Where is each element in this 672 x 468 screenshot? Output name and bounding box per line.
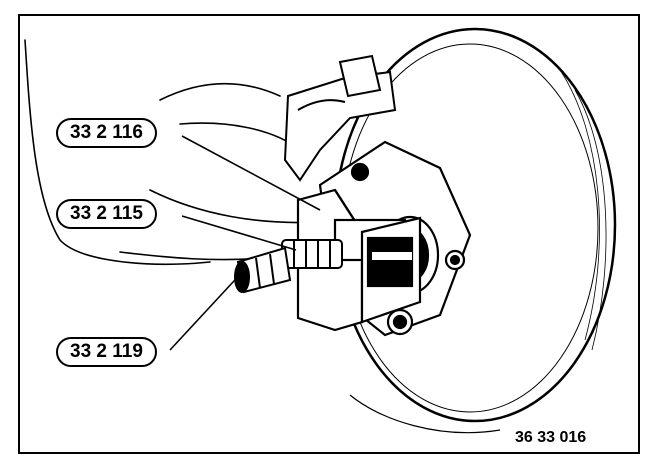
callout-tool-33-2-115: 33 2 115 — [56, 199, 157, 229]
leader-lines — [169, 135, 321, 351]
figure-code: 36 33 016 — [515, 429, 587, 446]
callout-tool-33-2-116: 33 2 116 — [56, 118, 157, 148]
socket-adapter — [234, 246, 292, 294]
extractor-yoke — [296, 188, 422, 332]
figure-frame — [18, 14, 640, 454]
callout-tool-33-2-119: 33 2 119 — [56, 337, 157, 367]
brake-caliper — [283, 54, 397, 182]
